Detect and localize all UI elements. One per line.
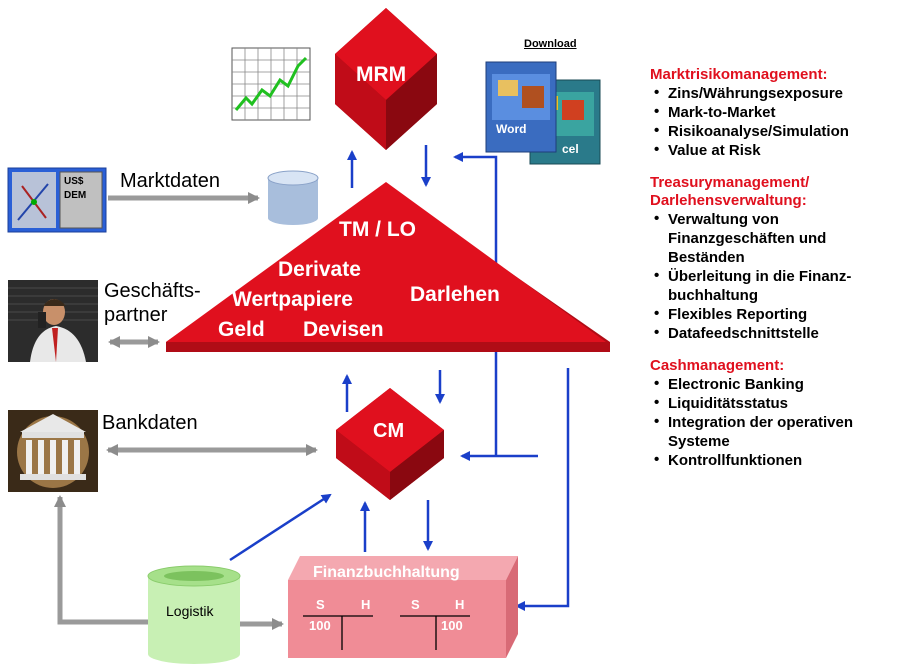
usd-label: US$ [64, 176, 84, 187]
list-item: Kontrollfunktionen [650, 450, 895, 470]
ledger-value-2: 100 [441, 618, 463, 633]
mrm-label: MRM [356, 63, 407, 86]
ledger-h1: H [361, 597, 371, 612]
wertpapiere-label: Wertpapiere [232, 288, 353, 311]
section-marktrisiko: Marktrisikomanagement: Zins/Währungsexpo… [650, 66, 900, 160]
ledger-value-1: 100 [309, 618, 331, 633]
excel-box-label: cel [562, 142, 579, 156]
bank-icon [8, 410, 98, 492]
list-item: Value at Risk [650, 140, 900, 160]
fibu-box [288, 556, 518, 658]
section-cash: Cashmanagement: Electronic Banking Liqui… [650, 357, 900, 470]
ledger-s2: S [411, 597, 420, 612]
list-item: Überleitung in die Finanz- buchhaltung [650, 266, 885, 305]
section-treasury: Treasurymanagement/ Darlehensverwaltung:… [650, 174, 900, 343]
gray-connectors [54, 192, 318, 630]
cm-diamond [336, 388, 444, 500]
cm-label: CM [373, 420, 405, 442]
devisen-label: Devisen [303, 318, 384, 341]
businessman-icon [8, 280, 98, 362]
logistik-cylinder [147, 565, 241, 664]
list-item: Liquiditätsstatus [650, 393, 895, 413]
derivate-label: Derivate [278, 258, 361, 281]
logistik-to-bank-arrow [54, 495, 150, 625]
tmlo-triangle [166, 182, 610, 352]
geschaeftspartner-label-2: partner [104, 304, 168, 326]
geschaeftspartner-label-1: Geschäfts- [104, 280, 201, 302]
list-item: Risikoanalyse/Simulation [650, 121, 900, 141]
geld-label: Geld [218, 318, 265, 341]
download-link[interactable]: Download [524, 38, 577, 50]
currency-icon [7, 167, 107, 233]
cm-to-download-arrow [453, 152, 498, 455]
list-item: Zins/Währungsexposure [650, 83, 900, 103]
section-title: Treasurymanagement/ Darlehensverwaltung: [650, 174, 810, 209]
list-item: Flexibles Reporting [650, 304, 885, 324]
tmlo-label: TM / LO [339, 218, 416, 241]
section-title: Cashmanagement: [650, 357, 785, 374]
word-box-label: Word [496, 122, 527, 136]
mrm-diamond [335, 8, 437, 150]
tmlo-to-fibu-arrow [515, 368, 570, 611]
blue-connectors [229, 145, 570, 611]
marktdaten-label: Marktdaten [120, 170, 221, 192]
ledger-h2: H [455, 597, 465, 612]
ledger-s1: S [316, 597, 325, 612]
list-item: Verwaltung von Finanzgeschäften und Best… [650, 209, 885, 267]
database-icon [267, 170, 319, 225]
darlehen-label: Darlehen [410, 283, 500, 306]
chart-icon [231, 47, 311, 121]
software-box-icon [485, 61, 601, 165]
logistik-to-cm-arrow [229, 493, 332, 562]
dem-label: DEM [64, 190, 87, 201]
bankdaten-label: Bankdaten [102, 412, 198, 434]
description-panel: Marktrisikomanagement: Zins/Währungsexpo… [650, 66, 900, 484]
list-item: Datafeedschnittstelle [650, 323, 885, 343]
list-item: Integration der operativen Systeme [650, 412, 895, 451]
section-title: Marktrisikomanagement: [650, 66, 828, 83]
fibu-label: Finanzbuchhaltung [313, 564, 460, 581]
logistik-label: Logistik [166, 603, 214, 619]
list-item: Mark-to-Market [650, 102, 900, 122]
list-item: Electronic Banking [650, 374, 895, 394]
